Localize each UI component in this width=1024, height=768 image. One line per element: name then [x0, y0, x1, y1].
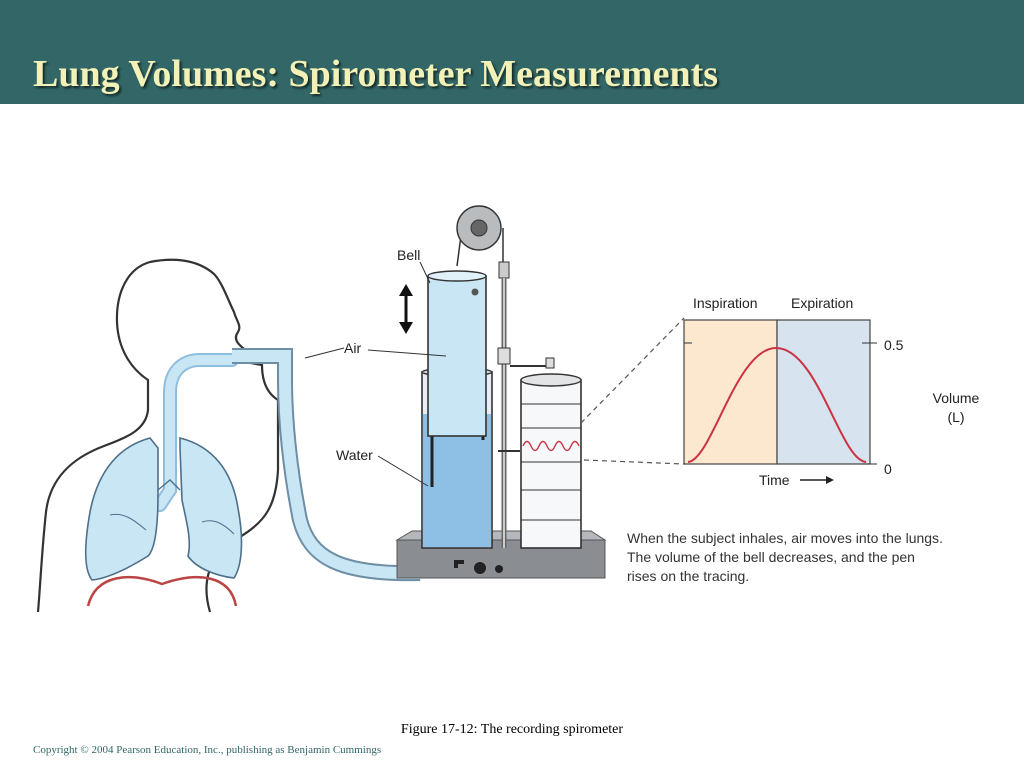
- slide-title: Lung Volumes: Spirometer Measurements: [33, 53, 719, 95]
- volume-graph: Inspiration Expiration Time 0.5 0 Volume…: [683, 295, 980, 488]
- tick-top-label: 0.5: [884, 337, 904, 353]
- pen-arm: [497, 347, 555, 452]
- human-figure: [36, 258, 280, 613]
- volume-unit-label: (L): [947, 409, 964, 425]
- copyright-notice: Copyright © 2004 Pearson Education, Inc.…: [33, 744, 382, 756]
- expiration-region: [776, 319, 871, 465]
- inspiration-label: Inspiration: [693, 295, 758, 311]
- diaphragm: [86, 575, 238, 607]
- tick-bottom-label: 0: [884, 461, 892, 477]
- water-label: Water: [336, 447, 373, 463]
- title-bar: [0, 0, 1024, 104]
- expiration-label: Expiration: [791, 295, 853, 311]
- bell-label: Bell: [397, 247, 420, 263]
- right-lung: [179, 436, 243, 579]
- air-label: Air: [344, 340, 361, 356]
- left-lung: [84, 437, 159, 581]
- figure-caption: Figure 17-12: The recording spirometer: [400, 722, 624, 737]
- control-knobs: [454, 560, 503, 574]
- note-line: The volume of the bell decreases, and th…: [627, 549, 915, 565]
- recording-drum: [520, 379, 582, 549]
- volume-trace: [687, 346, 867, 463]
- volume-axis-label: Volume: [933, 390, 980, 406]
- inspiration-region: [683, 319, 778, 465]
- spirometer-diagram: Bell Air Water Inspiration Expiration Ti…: [36, 205, 980, 613]
- counterweight: [498, 261, 510, 279]
- note-line: rises on the tracing.: [627, 568, 749, 584]
- time-label: Time: [759, 472, 790, 488]
- pulley: [456, 205, 504, 267]
- note-line: When the subject inhales, air moves into…: [627, 530, 943, 546]
- drum-tracing: [522, 440, 580, 452]
- explanation-note: When the subject inhales, air moves into…: [627, 530, 943, 584]
- bell-motion-arrow: [399, 284, 413, 334]
- bell: [427, 275, 487, 437]
